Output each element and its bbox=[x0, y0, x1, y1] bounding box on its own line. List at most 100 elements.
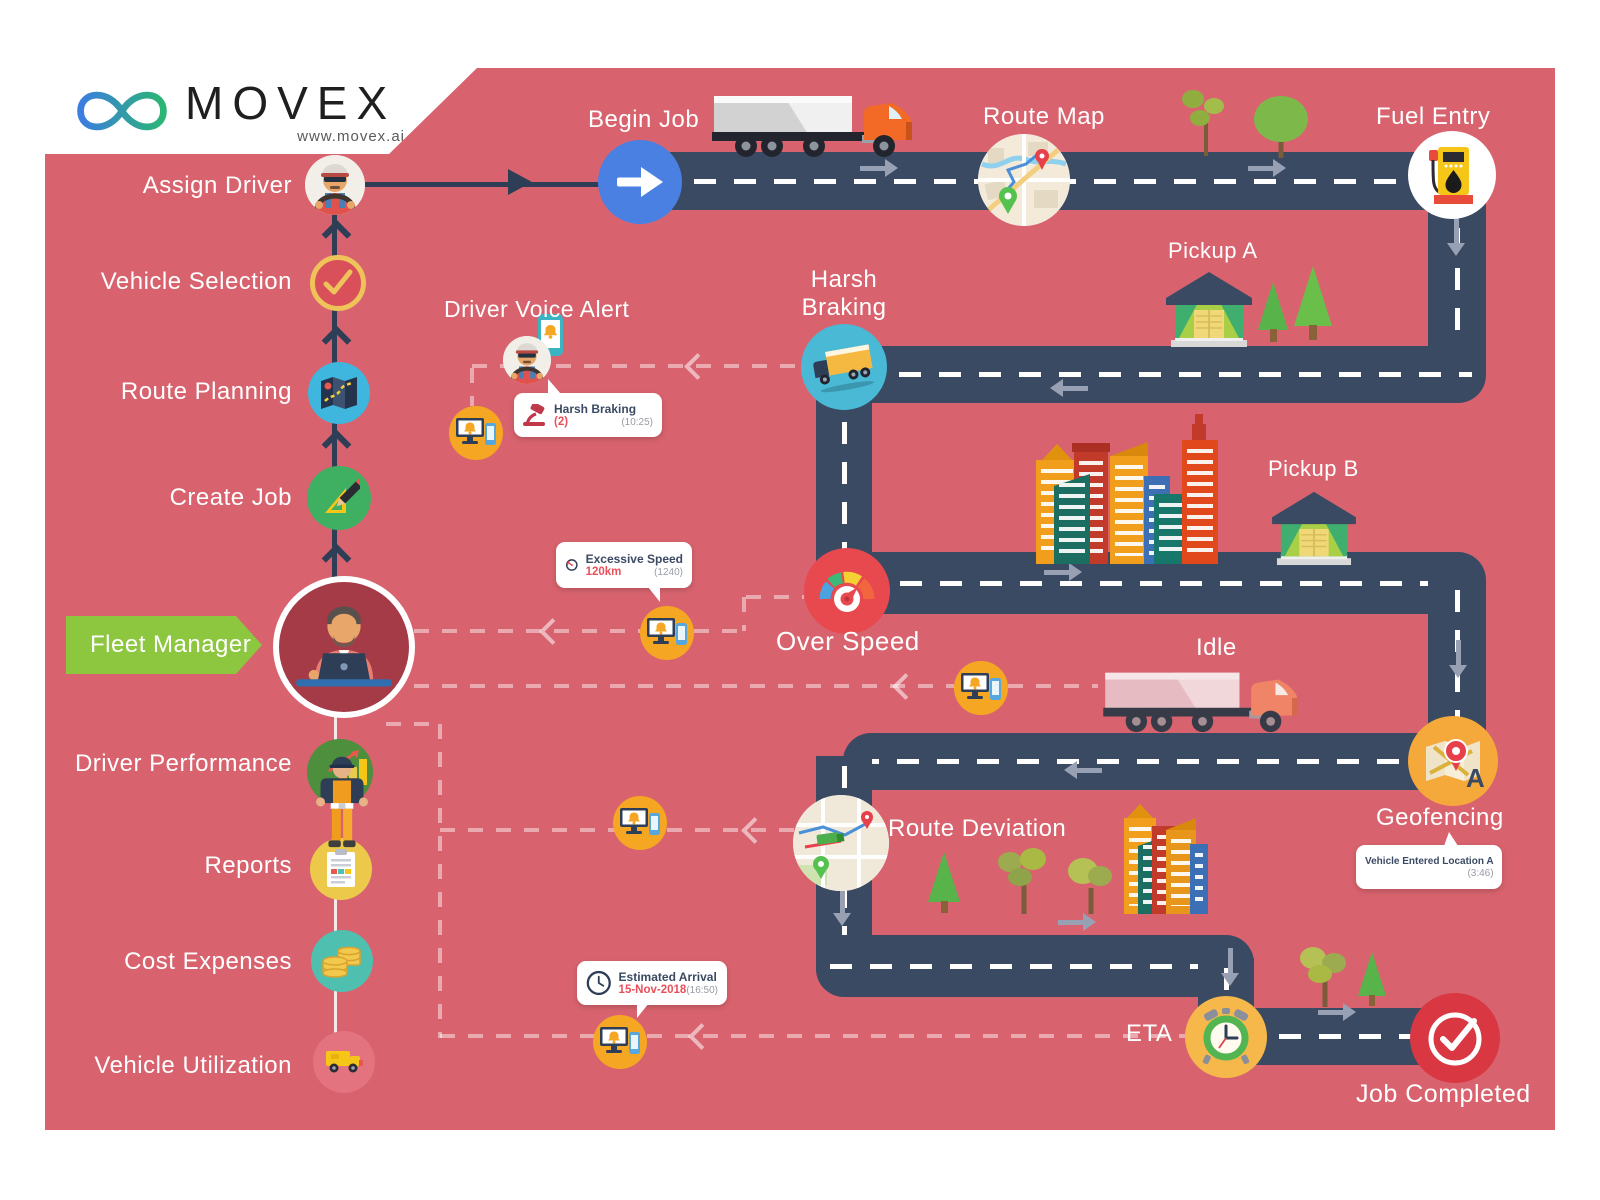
alert-line bbox=[746, 595, 804, 599]
alert-title: Harsh Braking bbox=[554, 401, 637, 416]
stage-label-begin-job: Begin Job bbox=[588, 106, 700, 133]
reports-node bbox=[310, 838, 372, 900]
alarm-clock-icon bbox=[1202, 1008, 1250, 1065]
brand-url: www.movex.ai bbox=[297, 128, 405, 145]
tree-icon bbox=[996, 848, 1052, 914]
driver-avatar-icon bbox=[305, 155, 365, 215]
assign-driver-node bbox=[305, 155, 365, 215]
driver-voice-avatar bbox=[503, 336, 551, 384]
notification-devices-icon bbox=[593, 1015, 647, 1069]
fuel-entry-node bbox=[1408, 131, 1496, 219]
map-icon bbox=[978, 134, 1070, 226]
alert-line bbox=[440, 1034, 595, 1038]
tree-icon bbox=[1066, 856, 1116, 914]
road-arrow-down-icon bbox=[1220, 948, 1240, 986]
fleet-manager-label: Fleet Manager bbox=[90, 631, 252, 658]
geofencing-node: A bbox=[1408, 716, 1498, 806]
alert-line bbox=[438, 724, 442, 1038]
fuel-pump-icon bbox=[1429, 147, 1473, 204]
tree-icon bbox=[1178, 88, 1234, 156]
tree-icon bbox=[1298, 945, 1352, 1007]
folded-map-icon bbox=[321, 377, 357, 409]
eta-node bbox=[1185, 996, 1267, 1078]
brake-pedal-icon bbox=[523, 404, 545, 426]
fleet-manager-tag: Fleet Manager bbox=[66, 616, 262, 674]
pine-tree-icon bbox=[1358, 952, 1386, 1006]
alert-count: (2) bbox=[554, 416, 569, 429]
alert-line bbox=[386, 722, 440, 726]
road-arrow-right-icon bbox=[1318, 1002, 1356, 1022]
vehicle-utilization-node bbox=[313, 1031, 375, 1093]
worker-figure-icon bbox=[316, 756, 368, 848]
road-arrow-down-icon bbox=[832, 888, 852, 926]
road-row2 bbox=[845, 346, 1486, 403]
sidebar-item-route-planning: Route Planning bbox=[120, 378, 292, 405]
alert-line bbox=[694, 629, 744, 633]
road-arrow-right-icon bbox=[1044, 562, 1082, 582]
pine-tree-icon bbox=[1294, 266, 1332, 340]
create-job-node bbox=[307, 466, 371, 530]
city-buildings-icon bbox=[1124, 804, 1210, 914]
report-document-icon bbox=[327, 849, 355, 887]
brand-name: MOVEX bbox=[185, 77, 397, 129]
route-deviation-node bbox=[793, 795, 889, 891]
harsh-braking-node bbox=[801, 324, 887, 410]
notification-devices-icon bbox=[640, 606, 694, 660]
stage-label-route-map: Route Map bbox=[983, 103, 1105, 130]
fleet-manager-avatar-icon bbox=[296, 606, 392, 687]
connector-arrow-icon bbox=[508, 169, 532, 195]
ruler-pencil-icon bbox=[325, 477, 360, 513]
sidebar-item-vehicle-selection: Vehicle Selection bbox=[100, 268, 292, 295]
geofence-map-pin-icon: A bbox=[1426, 739, 1485, 793]
road-arrow-down-icon bbox=[1446, 218, 1466, 256]
truck-icon bbox=[712, 96, 912, 157]
harsh-braking-alert-bubble: Harsh Braking (2) (10:25) bbox=[514, 379, 662, 437]
delivery-truck-icon bbox=[326, 1051, 363, 1073]
geofence-badge: A bbox=[1466, 763, 1485, 793]
road-row4 bbox=[843, 733, 1486, 790]
cost-expenses-node bbox=[311, 930, 373, 992]
pickup-a-barn-icon bbox=[1166, 272, 1252, 347]
driver-avatar-icon bbox=[503, 336, 551, 384]
alert-line bbox=[414, 629, 640, 633]
speedometer-icon bbox=[565, 559, 578, 571]
sidebar-item-reports: Reports bbox=[204, 852, 292, 879]
city-buildings-icon bbox=[1036, 414, 1226, 564]
stage-label-route-deviation: Route Deviation bbox=[888, 815, 1067, 842]
road-arrow-right-icon bbox=[1248, 158, 1286, 178]
check-circle-icon bbox=[1428, 1012, 1482, 1066]
pine-tree-icon bbox=[1258, 282, 1288, 342]
alert-time: (10:25) bbox=[621, 417, 653, 429]
estimated-arrival-alert-bubble: Estimated Arrival 15-Nov-2018 (16:50) bbox=[577, 961, 727, 1018]
alert-line bbox=[414, 684, 954, 688]
alert-line bbox=[1008, 684, 1098, 688]
alert-line bbox=[472, 364, 802, 368]
sidebar-item-cost-expenses: Cost Expenses bbox=[124, 948, 292, 975]
alert-time: (1240) bbox=[654, 567, 683, 579]
stage-label-harsh-braking: Harsh Braking bbox=[774, 266, 914, 322]
infinity-logo-icon bbox=[69, 78, 175, 144]
stage-label-eta: ETA bbox=[1126, 1020, 1173, 1047]
alert-line bbox=[667, 828, 795, 832]
road-arrow-right-icon bbox=[1058, 912, 1096, 932]
harsh-line2: Braking bbox=[801, 294, 887, 321]
alert-line bbox=[742, 597, 746, 631]
road-arrow-left-icon bbox=[1064, 760, 1102, 780]
speedometer-gauge-icon bbox=[819, 571, 875, 612]
alert-line bbox=[647, 1034, 1185, 1038]
clock-icon bbox=[586, 970, 611, 996]
braking-truck-icon bbox=[813, 344, 875, 393]
road-row5 bbox=[816, 935, 1254, 997]
geofence-alert-bubble: Vehicle Entered Location A (3:46) bbox=[1356, 832, 1502, 889]
sidebar-item-driver-performance: Driver Performance bbox=[74, 750, 292, 777]
over-speed-node bbox=[804, 548, 890, 634]
arrow-right-icon bbox=[617, 167, 663, 197]
checkmark-icon bbox=[323, 269, 353, 295]
logo-block: MOVEX www.movex.ai bbox=[45, 68, 477, 154]
coins-icon bbox=[322, 946, 361, 978]
alert-line bbox=[440, 828, 615, 832]
tree-icon bbox=[1252, 96, 1310, 158]
alert-value: 120km bbox=[585, 566, 622, 579]
deviation-map-icon bbox=[793, 795, 889, 891]
